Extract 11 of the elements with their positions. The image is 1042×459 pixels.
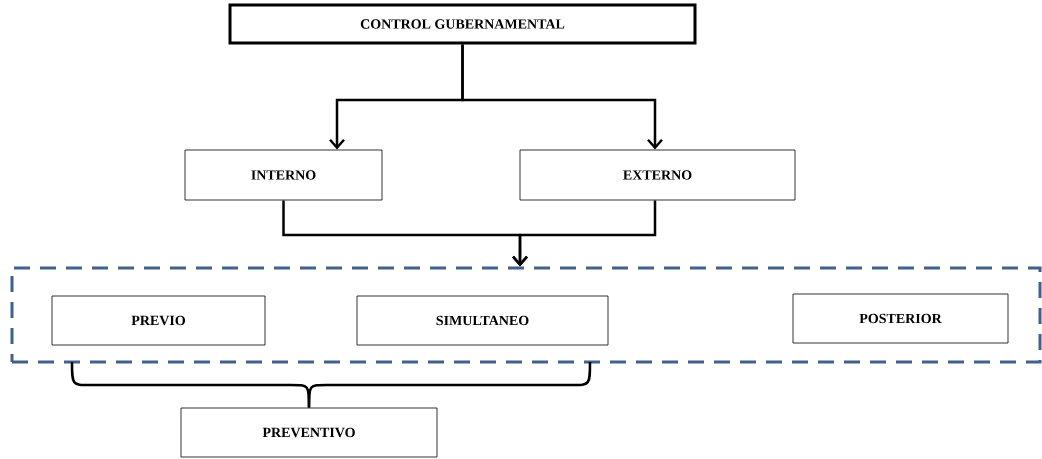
arrow [512, 200, 657, 267]
arrow [461, 44, 663, 150]
text-box: POSTERIOR [792, 293, 1009, 344]
text-box: CONTROL GUBERNAMENTAL [228, 3, 697, 45]
text-box: SIMULTANEO [356, 295, 609, 346]
brace [307, 362, 592, 408]
text-box: EXTERNO [519, 149, 796, 201]
text-box: PREVIO [51, 295, 266, 346]
text-box: PREVENTIVO [180, 407, 438, 458]
text-box: INTERNO [184, 149, 383, 201]
dashed-frame [10, 266, 1042, 364]
